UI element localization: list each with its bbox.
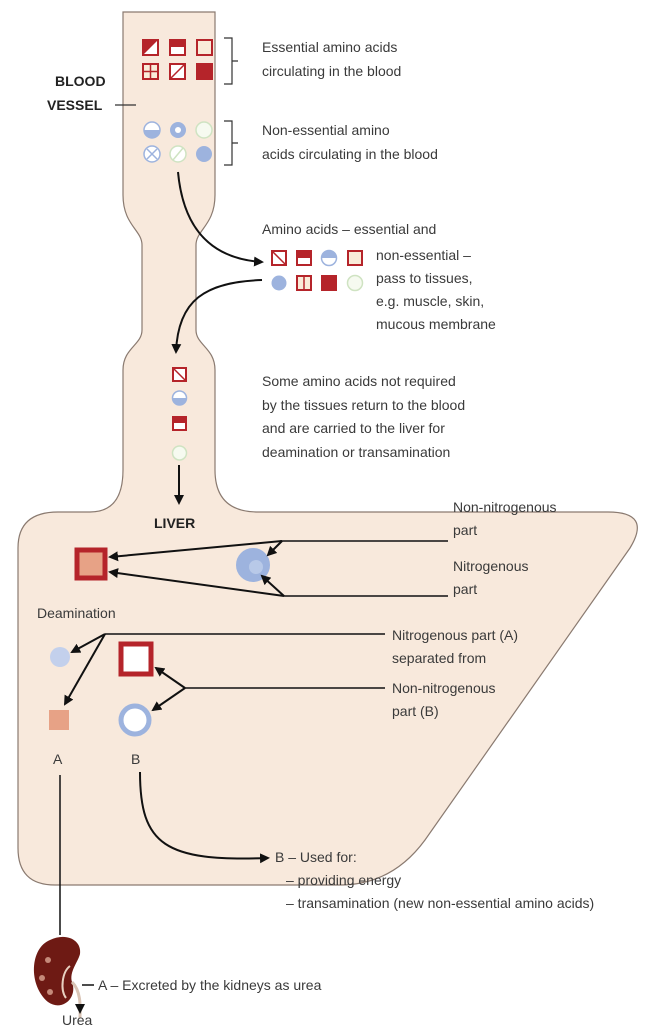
product-B-square [121,644,151,674]
b-uses-line3: – transamination (new non-essential amin… [286,895,594,911]
tissues-label-line3: pass to tissues, [376,270,473,286]
b-uses-line1: B – Used for: [275,849,357,865]
non-nitrogenous-B-label-line2: part (B) [392,703,439,719]
blood-vessel-label-line1: BLOOD [55,73,106,89]
bracket-non-essential [224,121,238,165]
tissue-amino-acid-symbols [272,251,363,291]
tissues-label-line5: mucous membrane [376,316,496,332]
b-uses-line2: – providing energy [286,872,401,888]
amino-symbol-fill [170,40,185,47]
nitrogenous-A-label-line2: separated from [392,650,486,666]
nitrogenous-part-square [77,550,105,578]
amino-symbol [197,40,212,55]
blood-vessel-label-line2: VESSEL [47,97,103,113]
amino-symbol [197,64,212,79]
kidney-icon [34,937,80,1018]
non-nitrogenous-B-label-line1: Non-nitrogenous [392,680,496,696]
liver-label: LIVER [154,515,195,531]
tissues-label-line4: e.g. muscle, skin, [376,293,484,309]
tissues-label-line2: non-essential – [376,247,471,263]
return-label-line1: Some amino acids not required [262,373,456,389]
non-essential-label-line1: Non-essential amino [262,122,390,138]
non-essential-label-line2: acids circulating in the blood [262,146,438,162]
urea-label: Urea [62,1012,93,1028]
nitrogenous-part-circle [50,647,70,667]
return-label-line2: by the tissues return to the blood [262,397,465,413]
essential-label-line2: circulating in the blood [262,63,401,79]
a-excreted-label: A – Excreted by the kidneys as urea [98,977,322,993]
bracket-essential [224,38,238,84]
nitrogenous-label-line1: Nitrogenous [453,558,529,574]
non-nitrogenous-label-line2: part [453,522,477,538]
product-A-square [49,710,69,730]
label-A: A [53,751,63,767]
deamination-label: Deamination [37,605,116,621]
product-B-ring [121,706,149,734]
label-B: B [131,751,140,767]
return-label-line4: deamination or transamination [262,444,450,460]
nitrogenous-label-line2: part [453,581,477,597]
return-label-line3: and are carried to the liver for [262,420,445,436]
non-nitrogenous-label-line1: Non-nitrogenous [453,499,557,515]
nitrogenous-A-label-line1: Nitrogenous part (A) [392,627,518,643]
essential-label-line1: Essential amino acids [262,39,397,55]
tissues-label-line1: Amino acids – essential and [262,221,436,237]
